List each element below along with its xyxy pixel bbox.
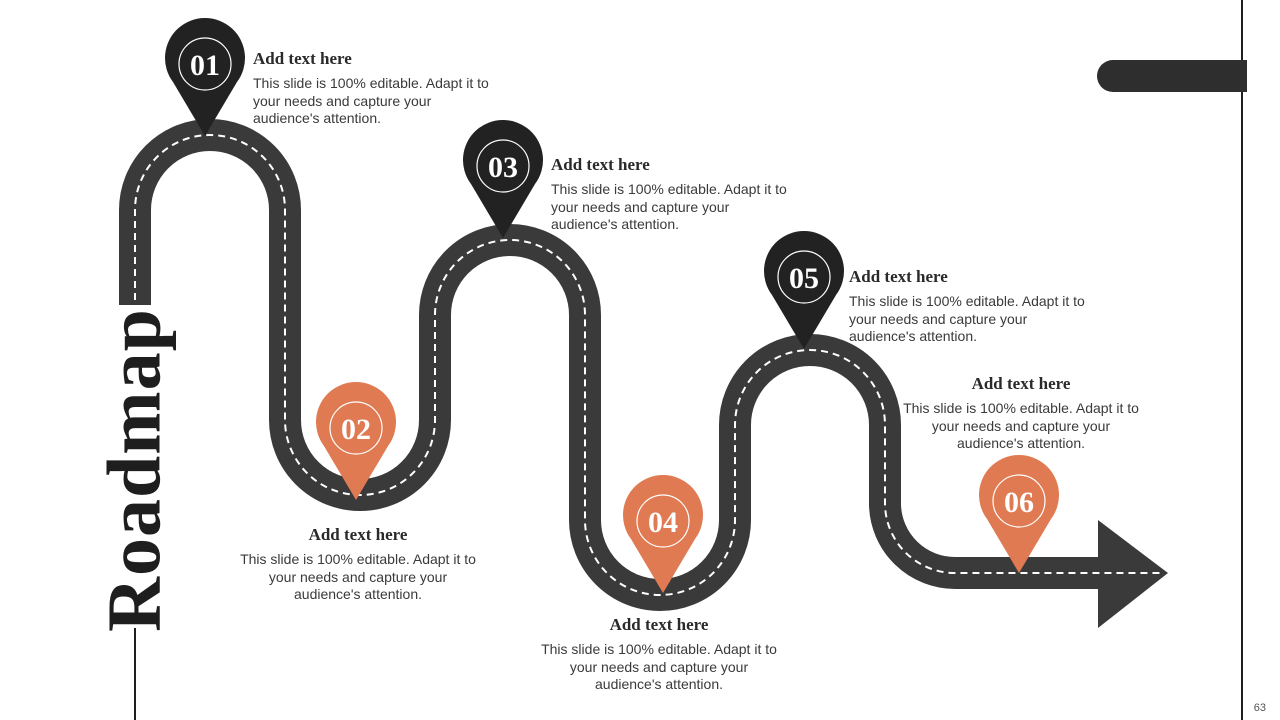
decorative-pill [1097, 60, 1247, 92]
milestone-body: This slide is 100% editable. Adapt it to… [903, 400, 1139, 451]
pin-number: 06 [1004, 486, 1034, 519]
road-center-dashes [134, 134, 1162, 596]
pin-number: 05 [789, 262, 819, 295]
pin-02: 02 [316, 382, 396, 500]
milestone-heading: Add text here [308, 525, 408, 544]
milestone-text-01: Add text here This slide is 100% editabl… [253, 49, 493, 128]
pin-number: 03 [488, 151, 518, 184]
milestone-body: This slide is 100% editable. Adapt it to… [240, 551, 476, 602]
milestone-heading: Add text here [253, 49, 352, 68]
right-divider-line [1241, 0, 1243, 720]
milestone-text-05: Add text here This slide is 100% editabl… [849, 267, 1089, 346]
milestone-text-04: Add text here This slide is 100% editabl… [539, 615, 779, 694]
slide-title: Roadmap [92, 308, 177, 632]
left-divider-line [134, 628, 136, 720]
pin-04: 04 [623, 475, 703, 593]
milestone-heading: Add text here [609, 615, 709, 634]
milestone-body: This slide is 100% editable. Adapt it to… [849, 293, 1085, 344]
pin-03: 03 [463, 120, 543, 238]
milestone-heading: Add text here [849, 267, 948, 286]
milestone-body: This slide is 100% editable. Adapt it to… [541, 641, 777, 692]
milestone-heading: Add text here [971, 374, 1071, 393]
milestone-heading: Add text here [551, 155, 650, 174]
milestone-text-02: Add text here This slide is 100% editabl… [238, 525, 478, 604]
pin-01: 01 [165, 17, 245, 136]
milestone-body: This slide is 100% editable. Adapt it to… [253, 75, 489, 126]
milestone-body: This slide is 100% editable. Adapt it to… [551, 181, 787, 232]
page-number: 63 [1253, 702, 1266, 714]
pin-06: 06 [979, 455, 1059, 573]
pin-number: 02 [341, 413, 371, 446]
milestone-text-06: Add text here This slide is 100% editabl… [901, 374, 1141, 453]
milestone-text-03: Add text here This slide is 100% editabl… [551, 155, 791, 234]
pin-number: 04 [648, 506, 678, 539]
pin-number: 01 [190, 49, 220, 82]
pin-05: 05 [764, 231, 844, 349]
